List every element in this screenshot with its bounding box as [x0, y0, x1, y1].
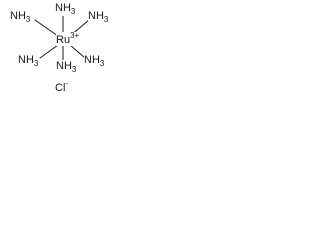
ammine-top-center-label: NH — [55, 2, 71, 14]
ammine-bottom-right-label: NH — [84, 54, 100, 66]
ammine-bottom-left: NH3 — [18, 54, 39, 68]
ammine-top-right-label: NH — [88, 10, 104, 22]
ammine-top-left-label: NH — [10, 10, 26, 22]
ruthenium-center: Ru3+ — [56, 31, 80, 46]
ammine-top-right: NH3 — [88, 10, 109, 24]
ammine-bottom-left-label: NH — [18, 54, 34, 66]
ammine-bottom-center-label: NH — [56, 60, 72, 72]
bond-top-left — [34, 19, 59, 37]
ammine-top-left: NH3 — [10, 10, 31, 24]
ammine-top-left-subscript: 3 — [25, 15, 31, 24]
molecule-diagram: NH3 NH3 NH3 Ru3+ NH3 NH3 NH3 Cl- — [0, 0, 120, 95]
ammine-bottom-right: NH3 — [84, 54, 105, 68]
ruthenium-charge: 3+ — [70, 31, 80, 40]
ammine-bottom-center-subscript: 3 — [71, 65, 77, 74]
chloride-ion: Cl- — [55, 79, 69, 94]
ammine-bottom-right-subscript: 3 — [99, 59, 105, 68]
chloride-symbol: Cl — [55, 82, 66, 94]
ammine-top-center: NH3 — [55, 2, 76, 16]
ammine-bottom-left-subscript: 3 — [33, 59, 39, 68]
bond-bottom-left — [39, 44, 59, 59]
bond-bottom-right — [69, 44, 86, 59]
ruthenium-symbol: Ru — [56, 34, 71, 46]
ammine-top-right-subscript: 3 — [103, 15, 109, 24]
ammine-top-center-subscript: 3 — [70, 7, 76, 16]
ammine-bottom-center: NH3 — [56, 60, 77, 74]
chloride-charge: - — [65, 79, 69, 88]
